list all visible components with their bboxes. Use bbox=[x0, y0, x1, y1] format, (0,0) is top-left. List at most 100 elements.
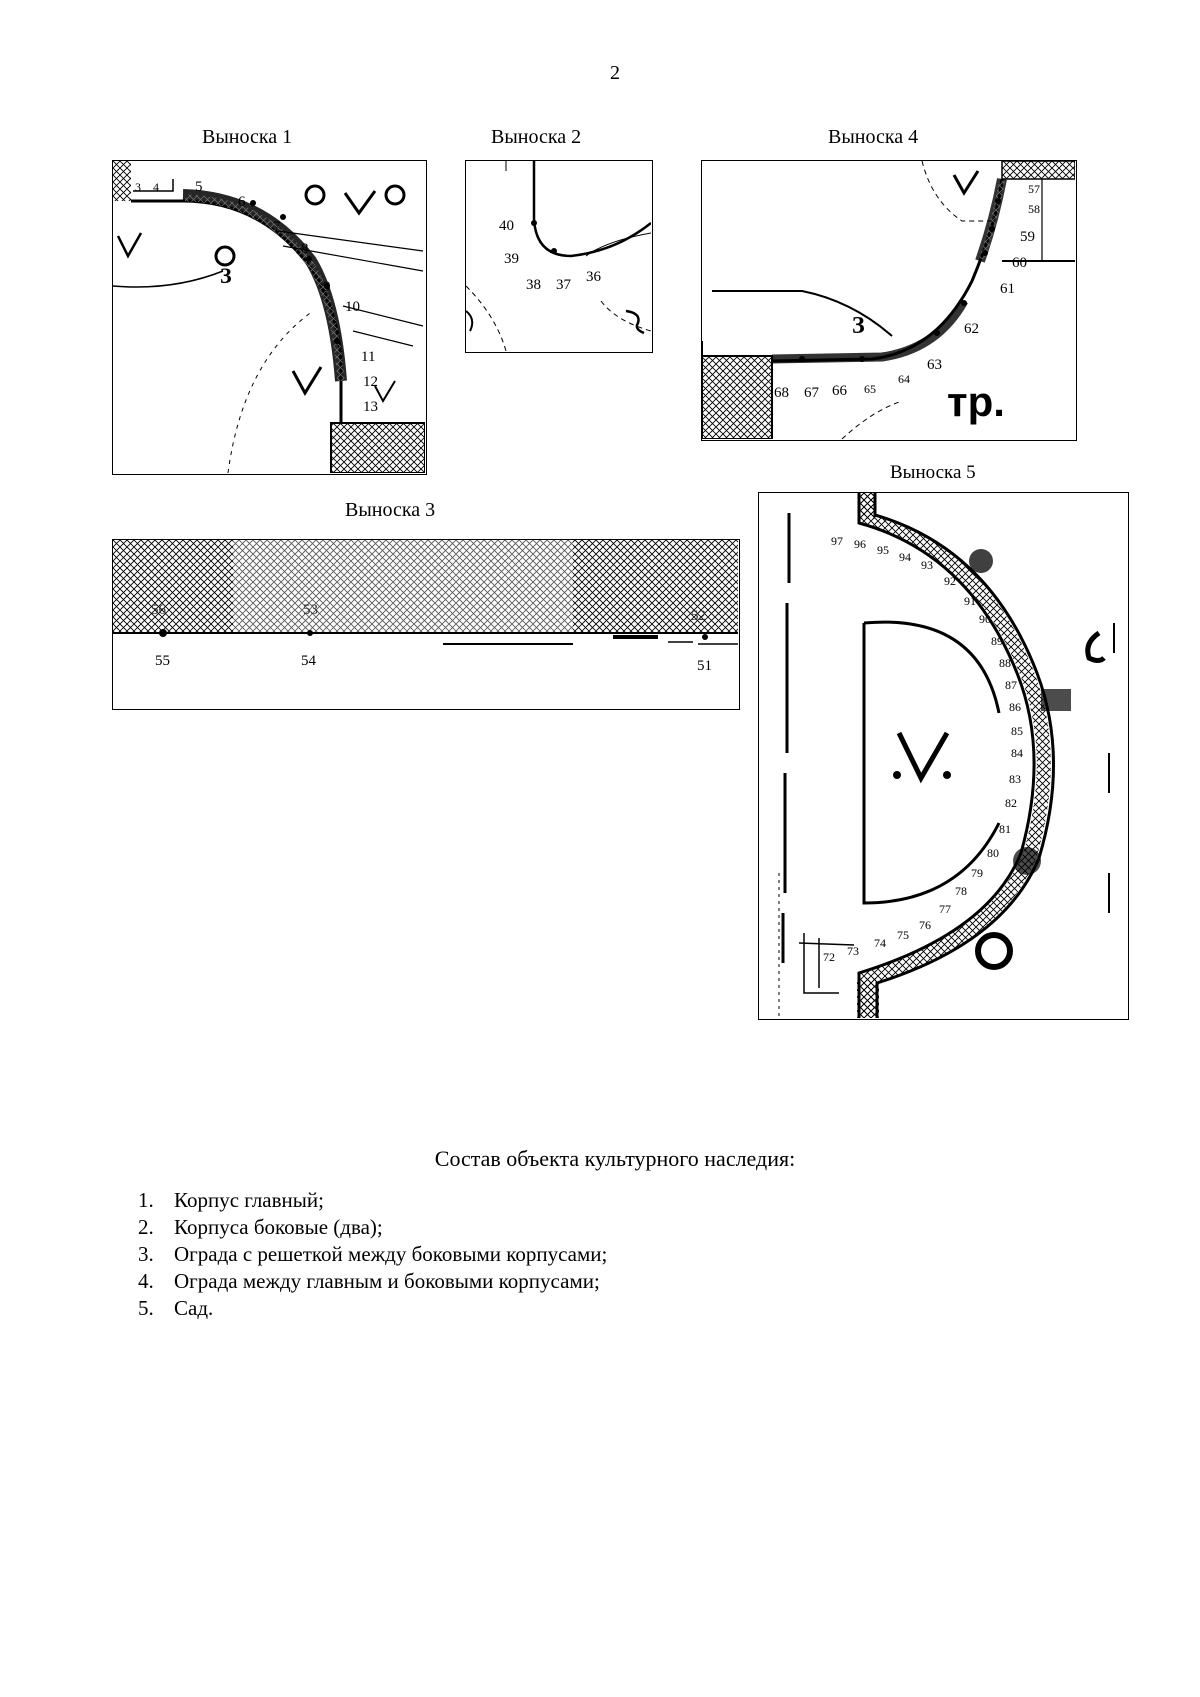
point-label: 93 bbox=[921, 558, 933, 572]
boundary-line bbox=[712, 290, 893, 337]
point-label: 59 bbox=[1020, 229, 1035, 245]
fence-line bbox=[857, 493, 1036, 1018]
survey-point bbox=[989, 226, 995, 232]
symbol-fragment bbox=[625, 309, 645, 335]
fence-line bbox=[131, 199, 343, 423]
point-label: 52 bbox=[691, 608, 706, 624]
dashed-line bbox=[466, 285, 507, 351]
callout-2-title: Выноска 2 bbox=[491, 126, 582, 148]
callout-3-frame: 56 53 52 55 54 51 bbox=[112, 539, 740, 710]
page-number: 2 bbox=[610, 62, 620, 84]
boundary-line bbox=[277, 230, 424, 347]
list-item: 4.Ограда между главным и боковыми корпус… bbox=[138, 1268, 607, 1295]
survey-point bbox=[961, 300, 967, 306]
point-label: 75 bbox=[897, 928, 909, 942]
boundary-line bbox=[133, 179, 174, 192]
list-item: 1.Корпус главный; bbox=[138, 1187, 607, 1214]
point-label: 39 bbox=[504, 251, 519, 267]
structure-fragment bbox=[798, 933, 855, 994]
fence-glyph: З bbox=[220, 263, 232, 288]
callout-4-drawing: З тр. 57 58 59 60 61 62 63 64 65 66 67 6… bbox=[702, 161, 1075, 439]
point-label: 67 bbox=[804, 385, 820, 401]
pillar-marker bbox=[1013, 847, 1041, 875]
fence-band-hatch bbox=[979, 180, 1005, 260]
survey-point bbox=[995, 198, 1001, 204]
point-label: 51 bbox=[697, 658, 712, 674]
point-label: 10 bbox=[345, 299, 360, 315]
point-label: 76 bbox=[919, 918, 931, 932]
plant-dot bbox=[893, 771, 901, 779]
survey-point bbox=[324, 283, 330, 289]
survey-point bbox=[334, 338, 340, 344]
plant-symbol bbox=[374, 380, 396, 404]
point-label: 13 bbox=[363, 399, 378, 415]
point-label: 84 bbox=[1011, 746, 1023, 760]
point-label: 68 bbox=[774, 385, 789, 401]
point-label: 58 bbox=[1028, 202, 1040, 216]
point-label: 7 bbox=[273, 219, 281, 235]
point-label: 8 bbox=[301, 241, 309, 257]
tree-symbol bbox=[384, 184, 406, 206]
plant-symbol bbox=[343, 190, 377, 216]
point-label: 66 bbox=[832, 383, 848, 399]
point-label: 89 bbox=[991, 634, 1003, 648]
boundary-line bbox=[532, 161, 651, 258]
point-label: 72 bbox=[823, 950, 835, 964]
survey-point bbox=[702, 634, 708, 640]
point-labels: 3 4 5 6 7 8 9 10 11 12 13 bbox=[135, 179, 378, 415]
point-label: 60 bbox=[1012, 255, 1027, 271]
point-label: 97 bbox=[831, 534, 843, 548]
item-text: Ограда между главным и боковыми корпусам… bbox=[174, 1269, 600, 1293]
boundary-line bbox=[781, 513, 791, 963]
point-label: 74 bbox=[874, 936, 886, 950]
point-label: 78 bbox=[955, 884, 967, 898]
survey-point bbox=[159, 629, 167, 637]
point-label: 79 bbox=[971, 866, 983, 880]
survey-point bbox=[250, 200, 256, 206]
callout-2-frame: 40 39 38 37 36 bbox=[465, 160, 653, 353]
point-label: 37 bbox=[556, 277, 572, 293]
point-label: 38 bbox=[526, 277, 541, 293]
survey-point bbox=[934, 330, 940, 336]
point-label: 4 bbox=[153, 180, 159, 194]
point-label: 83 bbox=[1009, 772, 1021, 786]
point-label: 64 bbox=[898, 372, 910, 386]
point-label: 87 bbox=[1005, 678, 1017, 692]
survey-point bbox=[280, 214, 286, 220]
point-label: 56 bbox=[151, 602, 167, 618]
hatched-area bbox=[113, 540, 738, 633]
structure-label: тр. bbox=[947, 378, 1005, 425]
hatched-wall bbox=[857, 978, 879, 1018]
point-label: 40 bbox=[499, 218, 514, 234]
plant-symbol bbox=[116, 232, 143, 259]
point-label: 36 bbox=[586, 269, 602, 285]
dashed-line bbox=[921, 161, 992, 222]
item-text: Ограда с решеткой между боковыми корпуса… bbox=[174, 1242, 608, 1266]
list-item: 3. Ограда с решеткой между боковыми корпу… bbox=[138, 1241, 607, 1268]
callout-1-title: Выноска 1 bbox=[202, 126, 293, 148]
callout-3-drawing: 56 53 52 55 54 51 bbox=[113, 540, 738, 674]
item-number: 2. bbox=[138, 1215, 154, 1239]
garden-contour bbox=[862, 623, 1001, 905]
item-number: 3. bbox=[138, 1242, 154, 1266]
fence-band-hatch bbox=[184, 194, 345, 382]
point-label: 92 bbox=[944, 574, 956, 588]
symbol-fragment bbox=[466, 310, 474, 332]
dashed-line bbox=[227, 310, 314, 473]
point-label: 3 bbox=[135, 180, 141, 194]
callout-5-title: Выноска 5 bbox=[890, 462, 976, 483]
point-label: 12 bbox=[363, 374, 378, 390]
callout-4-title: Выноска 4 bbox=[828, 126, 919, 148]
callout-3-title: Выноска 3 bbox=[345, 499, 436, 521]
item-text: Корпуса боковые (два); bbox=[174, 1215, 383, 1239]
point-label: 90 bbox=[979, 612, 991, 626]
pillar-marker bbox=[1041, 689, 1071, 711]
item-text: Сад. bbox=[174, 1296, 214, 1320]
hatched-area-light bbox=[233, 540, 573, 633]
point-label: 80 bbox=[987, 846, 999, 860]
point-label: 94 bbox=[899, 550, 911, 564]
point-label: 53 bbox=[303, 602, 318, 618]
plant-dot bbox=[943, 771, 951, 779]
hatched-wall bbox=[859, 493, 875, 519]
point-label: 82 bbox=[1005, 796, 1017, 810]
